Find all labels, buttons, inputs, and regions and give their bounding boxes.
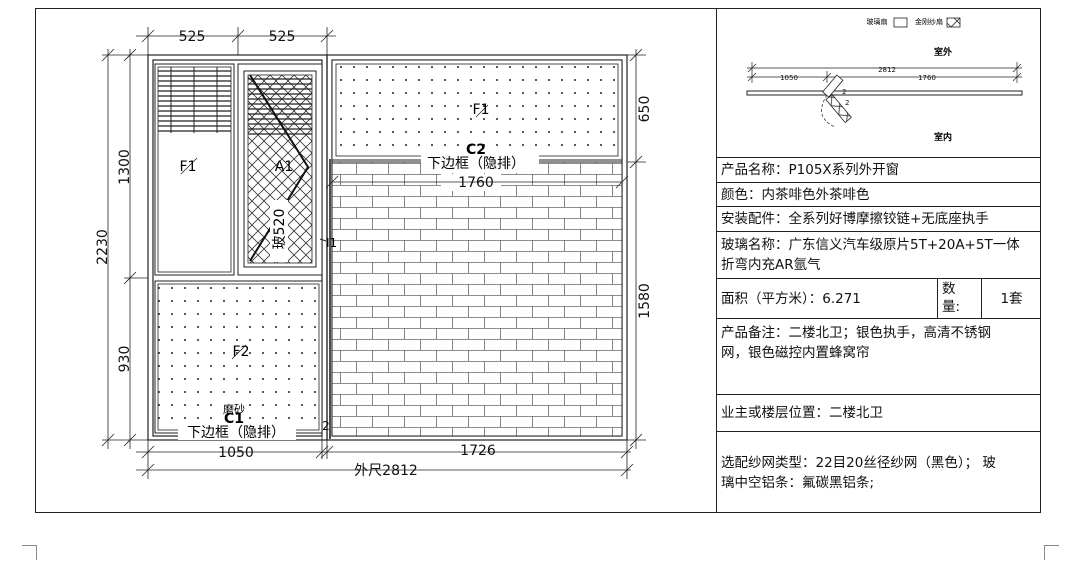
dim-top-right: 525: [269, 29, 296, 45]
screen-line-2: 璃中空铝条：氟碳黑铝条;: [721, 475, 875, 491]
label-glass-520: 玻520: [272, 209, 288, 250]
legend-glass-swatch: [893, 17, 908, 28]
legend-screen-swatch: [946, 17, 961, 28]
label-f1-left: F1: [180, 159, 197, 175]
dim-bottom-gap: 2: [322, 419, 330, 433]
area-cell: 面积（平方米）：6.271: [717, 279, 938, 318]
label-outside: 室外: [934, 46, 952, 58]
label-hidden-frame-right: 下边框（隐排）: [427, 156, 525, 172]
label-mullion-mark: I1: [326, 236, 337, 250]
qty-value-cell: 1套: [982, 279, 1041, 318]
legend-glass-sash: 玻璃扇: [867, 17, 888, 26]
legend-screen-sash: 金刚纱扇: [915, 17, 943, 26]
plan-dim-total: 2812: [878, 66, 896, 74]
hardware-row: 安装配件：全系列好博摩擦铰链+无底座执手: [717, 207, 1041, 232]
dim-mid-width: 1760: [458, 175, 494, 191]
dim-left-total: 2230: [95, 229, 111, 265]
qty-value: 1套: [1000, 290, 1023, 307]
screen-line-1: 选配纱网类型：22目20丝径纱网（黑色）； 玻: [721, 455, 996, 471]
screen-row: 选配纱网类型：22目20丝径纱网（黑色）； 玻 璃中空铝条：氟碳黑铝条;: [717, 432, 1041, 512]
dim-left-lower: 930: [117, 346, 133, 373]
dim-right-upper: 650: [637, 96, 653, 123]
qty-label-2: 量:: [942, 299, 961, 315]
plan-dim-right: 1760: [918, 74, 936, 82]
crop-mark-left: [22, 545, 37, 560]
drawing-sheet: F1 A1 玻520 I1 F1 C2 下边框（隐排） F2 磨砂 C1 下边框…: [35, 8, 1041, 513]
label-a1: A1: [275, 159, 293, 175]
label-hidden-frame-left: 下边框（隐排）: [187, 425, 285, 441]
dim-right-lower: 1580: [637, 283, 653, 319]
glass-line-1: 玻璃名称：广东信义汽车级原片5T+20A+5T一体: [721, 237, 1020, 253]
location-row: 业主或楼层位置：二楼北卫: [717, 395, 1041, 432]
qty-label-1: 数: [942, 281, 956, 297]
product-name-row: 产品名称：P105X系列外开窗: [717, 158, 1041, 183]
glass-row: 玻璃名称：广东信义汽车级原片5T+20A+5T一体 折弯内充AR氩气: [717, 232, 1041, 279]
label-frosted: 磨砂: [223, 403, 245, 416]
color-row: 颜色：内茶啡色外茶啡色: [717, 183, 1041, 207]
remark-line-2: 网，银色磁控内置蜂窝帘: [721, 345, 870, 361]
label-f2: F2: [233, 344, 250, 360]
hardware: 安装配件：全系列好博摩擦铰链+无底座执手: [721, 211, 989, 227]
plan-view: 玻璃扇 金刚纱扇 室外 室内: [717, 17, 1041, 158]
plan-mark-2a: 2: [842, 88, 846, 96]
plan-dim-left: 1050: [780, 74, 798, 82]
label-f1-right: F1: [473, 102, 490, 118]
product-name: 产品名称：P105X系列外开窗: [721, 162, 900, 178]
location: 业主或楼层位置：二楼北卫: [721, 405, 883, 421]
pane-f1-left: [154, 63, 253, 276]
label-c2: C2: [466, 142, 486, 158]
crop-mark-right: [1044, 545, 1059, 560]
plan-mark-2b: 2: [845, 99, 849, 107]
area-qty-row: 面积（平方米）：6.271 数 量: 1套: [717, 279, 1041, 319]
label-c1: C1: [224, 411, 244, 427]
pane-f1-right: [331, 59, 623, 161]
remark-row: 产品备注：二楼北卫；银色执手，高清不锈钢 网，银色磁控内置蜂窝帘: [717, 319, 1041, 395]
brick-wall-area: [329, 159, 623, 439]
dim-bottom-right: 1726: [460, 443, 496, 459]
area: 面积（平方米）：6.271: [721, 290, 861, 307]
remark-line-1: 产品备注：二楼北卫；银色执手，高清不锈钢: [721, 325, 991, 341]
dim-left-upper: 1300: [117, 149, 133, 185]
window-elevation-drawing: F1 A1 玻520 I1 F1 C2 下边框（隐排） F2 磨砂 C1 下边框…: [95, 27, 653, 479]
color: 颜色：内茶啡色外茶啡色: [721, 186, 870, 203]
dim-bottom-left: 1050: [218, 445, 254, 461]
dim-overall: 外尺2812: [354, 463, 418, 479]
label-inside: 室内: [934, 131, 952, 143]
qty-label-cell: 数 量:: [938, 279, 982, 318]
dim-top-left: 525: [179, 29, 206, 45]
info-panel: 玻璃扇 金刚纱扇 室外 室内: [716, 9, 1041, 512]
dimension-lines: [101, 27, 646, 479]
glass-line-2: 折弯内充AR氩气: [721, 257, 821, 273]
